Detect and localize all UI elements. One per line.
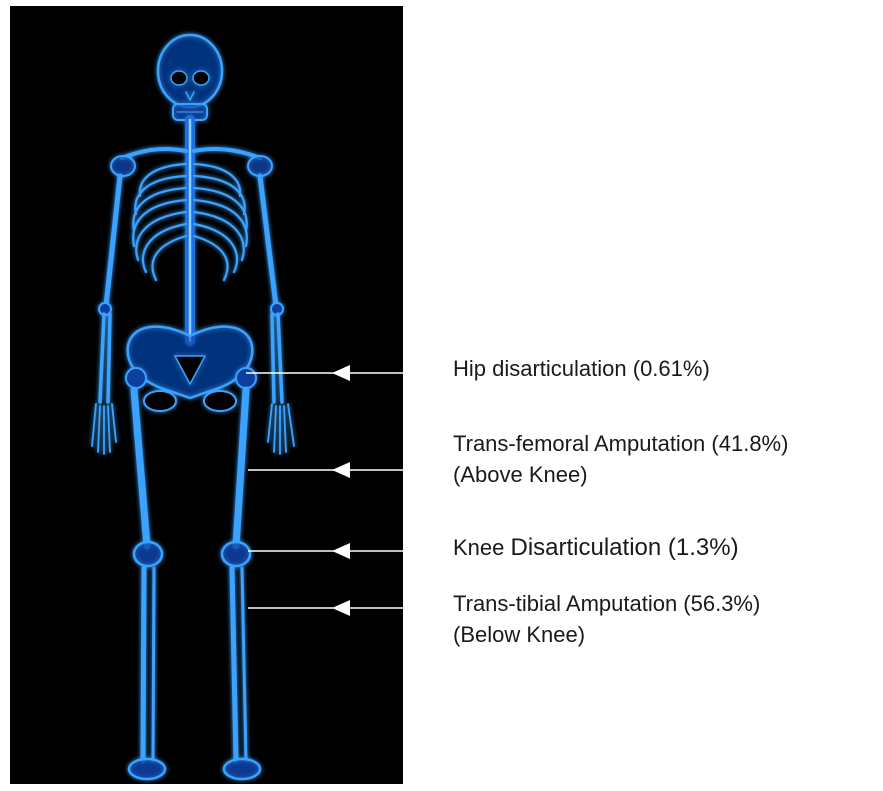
- label-transfemoral-amputation: Trans-femoral Amputation (41.8%) (Above …: [453, 428, 788, 490]
- label-transtibial-line1: Trans-tibial Amputation (56.3%): [453, 588, 760, 619]
- label-transfemoral-line2: (Above Knee): [453, 459, 788, 490]
- label-knee-word2: Disarticulation (1.3%): [511, 534, 739, 561]
- label-hip-disarticulation: Hip disarticulation (0.61%): [453, 353, 710, 384]
- skeleton-xray-image: [10, 6, 403, 784]
- label-transtibial-amputation: Trans-tibial Amputation (56.3%) (Below K…: [453, 588, 760, 650]
- label-knee-disarticulation: Knee Disarticulation (1.3%): [453, 532, 739, 563]
- label-transfemoral-line1: Trans-femoral Amputation (41.8%): [453, 428, 788, 459]
- label-hip-line1: Hip disarticulation (0.61%): [453, 353, 710, 384]
- label-knee-word1: Knee: [453, 535, 511, 560]
- label-transtibial-line2: (Below Knee): [453, 619, 760, 650]
- pelvis: [126, 327, 256, 411]
